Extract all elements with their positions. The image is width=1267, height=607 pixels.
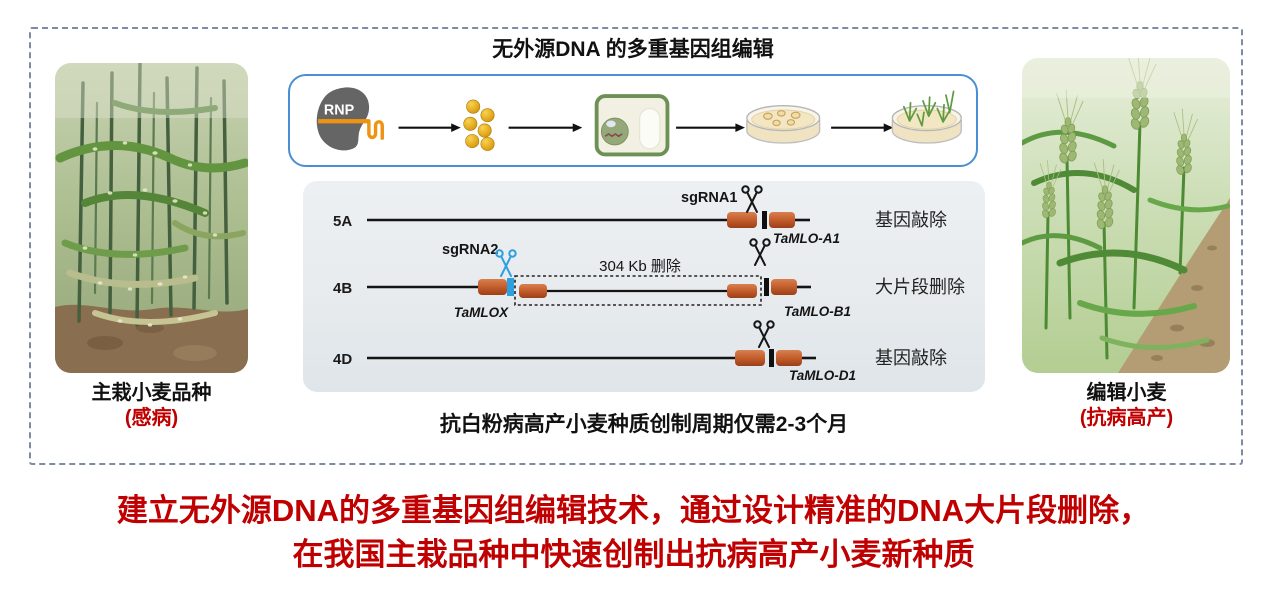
gene-name: TaMLO-B1	[784, 304, 851, 319]
edited-wheat-photo	[1022, 58, 1230, 373]
flow-arrow-1	[398, 123, 461, 132]
dashed-frame	[29, 27, 1243, 465]
blue-scissors-icon	[495, 249, 517, 277]
diseased-wheat-photo	[55, 63, 248, 373]
gene-name: TaMLO-D1	[789, 368, 856, 383]
chromosome-row-5A: 5A sgRNA1 TaMLO-A1 基因敲除	[333, 185, 947, 246]
left-photo-caption: 主栽小麦品种 (感病)	[35, 381, 268, 431]
edit-type-label: 大片段删除	[875, 277, 965, 297]
right-photo-caption: 编辑小麦 (抗病高产)	[1010, 381, 1243, 431]
edit-type-label: 基因敲除	[875, 210, 947, 230]
panel-caption: 抗白粉病高产小麦种质创制周期仅需2-3个月	[439, 413, 849, 436]
edit-type-label: 基因敲除	[875, 348, 947, 368]
gene-exon-block	[727, 212, 757, 228]
gene-exon-block	[478, 279, 507, 295]
workflow-box: RNP	[288, 74, 978, 167]
gene-exon-block	[776, 350, 802, 366]
summary-line-1: 建立无外源DNA的多重基因组编辑技术，通过设计精准的DNA大片段删除，	[116, 493, 1151, 528]
upstream-gene-name: TaMLOX	[454, 305, 509, 320]
chromosome-label: 4B	[333, 280, 352, 297]
sgrna2-cut-site-mark	[507, 278, 514, 296]
rnp-complex-icon: RNP	[316, 87, 384, 151]
gene-exon-block	[519, 284, 547, 298]
sgrna2-label: sgRNA2	[442, 242, 498, 258]
guide-rna-icon	[367, 119, 384, 140]
deletion-size-label: 304 Kb 删除	[599, 258, 681, 275]
summary-text: 建立无外源DNA的多重基因组编辑技术，通过设计精准的DNA大片段删除， 在我国主…	[0, 489, 1267, 577]
cut-site-mark	[769, 349, 774, 367]
summary-line-2: 在我国主栽品种中快速创制出抗病高产小麦新种质	[292, 537, 975, 573]
deletion-region-box	[514, 275, 762, 306]
rnp-label: RNP	[324, 102, 355, 118]
right-photo-label: 编辑小麦	[1086, 382, 1167, 404]
scissors-icon	[749, 238, 771, 266]
gene-exon-block	[771, 279, 797, 295]
chromosome-label: 5A	[333, 213, 352, 230]
cut-site-mark	[762, 211, 767, 229]
scissors-icon	[753, 320, 775, 348]
right-photo-status: (抗病高产)	[1079, 407, 1174, 429]
gold-particle-icon	[463, 99, 495, 151]
genome-editing-panel: 5A sgRNA1 TaMLO-A1 基因敲除 4B sgRNA2	[303, 181, 985, 392]
chromosome-row-4B: 4B sgRNA2 304 Kb 删除 TaMLOX TaMLO-B1 大片段删…	[333, 238, 965, 320]
figure-title: 无外源DNA 的多重基因组编辑	[492, 38, 774, 61]
seedling-petri-dish-icon	[891, 90, 962, 144]
sgrna1-label: sgRNA1	[681, 190, 737, 206]
workflow-diagram: RNP	[316, 87, 962, 157]
left-photo-status: (感病)	[124, 407, 179, 429]
gene-name: TaMLO-A1	[773, 231, 840, 246]
plant-cell-icon	[594, 94, 670, 157]
callus-petri-dish-icon	[746, 104, 821, 144]
flow-arrow-3	[676, 123, 745, 132]
edited-wheat-illustration	[1022, 58, 1230, 373]
flow-arrow-4	[831, 123, 894, 132]
left-photo-label: 主栽小麦品种	[91, 382, 212, 404]
gene-exon-block	[769, 212, 795, 228]
scissors-icon	[741, 185, 763, 213]
gene-exon-block	[727, 284, 757, 298]
chromosome-label: 4D	[333, 351, 352, 368]
gene-exon-block	[735, 350, 765, 366]
flow-arrow-2	[508, 123, 583, 132]
genome-diagram: 5A sgRNA1 TaMLO-A1 基因敲除 4B sgRNA2	[333, 185, 965, 383]
diseased-wheat-illustration	[55, 63, 248, 373]
chromosome-row-4D: 4D TaMLO-D1 基因敲除	[333, 320, 947, 383]
cut-site-mark	[764, 278, 769, 296]
